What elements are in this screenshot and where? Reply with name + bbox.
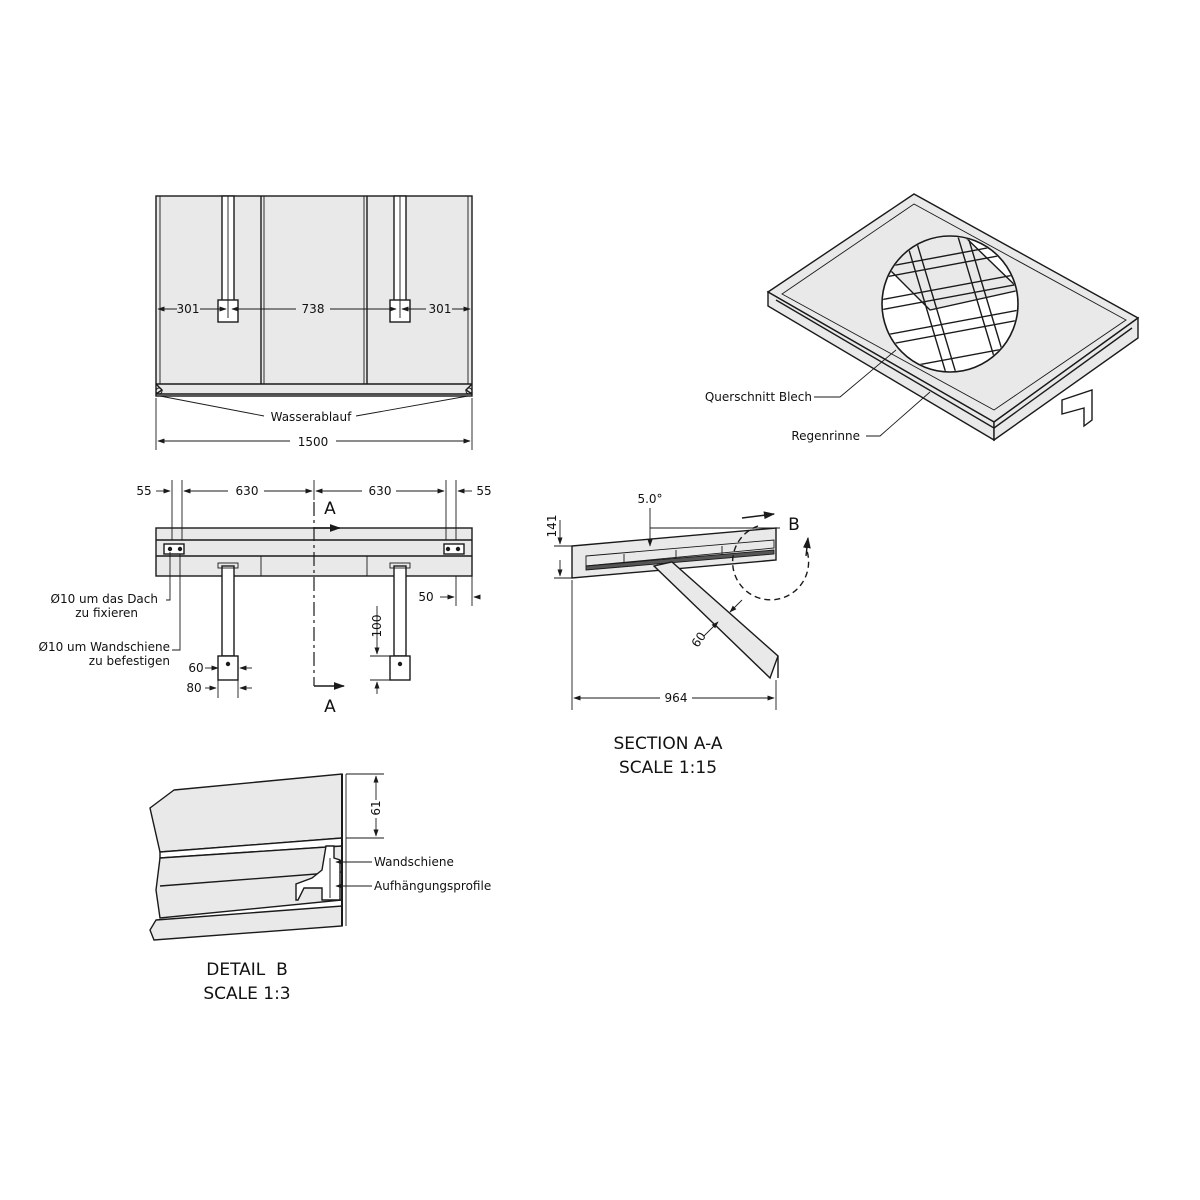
section-mark-a-top: A xyxy=(324,499,336,519)
dim-141: 141 xyxy=(545,515,559,538)
dim-301-left: 301 xyxy=(177,302,200,316)
note-rail-line1: Ø10 um Wandschiene xyxy=(39,640,170,654)
top-view: 301 738 301 Wasserablauf 1500 xyxy=(155,195,473,450)
dim-1500: 1500 xyxy=(298,435,329,449)
grid-detail-circle xyxy=(881,235,1019,373)
note-roof-line1: Ø10 um das Dach xyxy=(51,592,158,606)
isometric-view: Querschnitt Blech Regenrinne xyxy=(705,193,1140,443)
dim-angle: 5.0° xyxy=(637,492,662,506)
dim-630-left: 630 xyxy=(236,484,259,498)
note-roof-line2: zu fixieren xyxy=(75,606,138,620)
section-title: SECTION A-A xyxy=(614,734,723,754)
dim-301-right: 301 xyxy=(429,302,452,316)
section-view: 5.0° 141 60 964 B SECTION A-A SCALE 1:15 xyxy=(545,492,811,778)
label-regenrinne: Regenrinne xyxy=(791,429,860,443)
dim-55-right: 55 xyxy=(476,484,491,498)
dim-630-right: 630 xyxy=(369,484,392,498)
label-wandschiene: Wandschiene xyxy=(374,855,454,869)
dim-100: 100 xyxy=(370,615,384,638)
front-view: A A 55 630 630 55 50 100 60 xyxy=(39,480,492,717)
label-aufhaengungsprofile: Aufhängungsprofile xyxy=(374,879,491,893)
detail-view: 61 Wandschiene Aufhängungsprofile DETAIL… xyxy=(149,773,491,1004)
detail-title: DETAIL B xyxy=(206,960,287,980)
detail-scale: SCALE 1:3 xyxy=(203,984,290,1004)
dim-60-leg: 60 xyxy=(188,661,203,675)
label-wasserablauf: Wasserablauf xyxy=(271,410,353,424)
dim-80-leg: 80 xyxy=(186,681,201,695)
dim-55-left: 55 xyxy=(136,484,151,498)
section-mark-a-bottom: A xyxy=(324,697,336,717)
dim-60-strut: 60 xyxy=(689,629,709,650)
dim-964: 964 xyxy=(665,691,688,705)
label-querschnitt-blech: Querschnitt Blech xyxy=(705,390,812,404)
dim-50: 50 xyxy=(418,590,433,604)
note-rail-line2: zu befestigen xyxy=(89,654,170,668)
dim-61: 61 xyxy=(369,800,383,815)
dim-738: 738 xyxy=(302,302,325,316)
detail-mark-b: B xyxy=(788,515,800,535)
section-scale: SCALE 1:15 xyxy=(619,758,717,778)
